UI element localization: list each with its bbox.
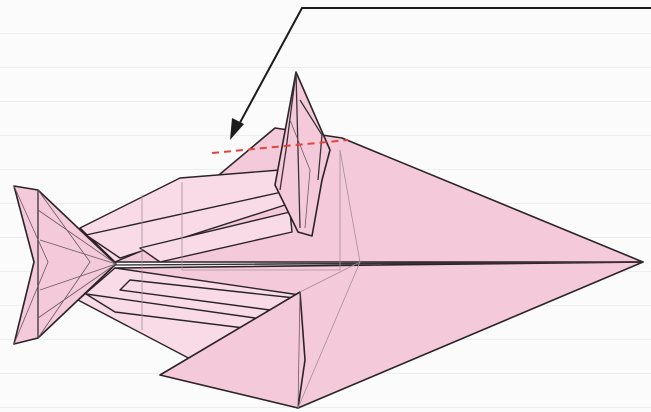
callout-arrowhead [230,118,244,140]
tail-fin [14,186,116,344]
